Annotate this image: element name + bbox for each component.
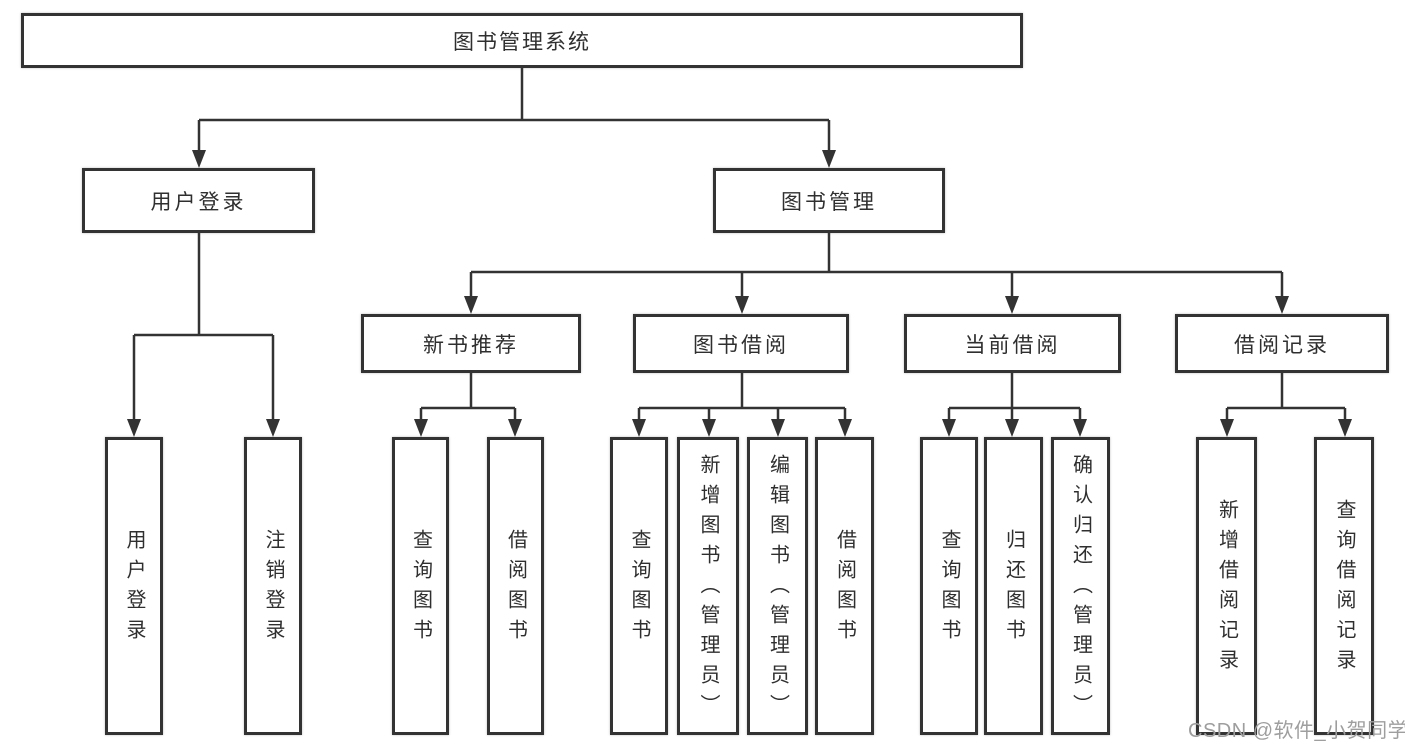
- node-new-book-recommend: 新书推荐: [361, 314, 581, 373]
- csdn-watermark: CSDN @软件_小贺同学: [1188, 720, 1405, 742]
- leaf-logout: 注销登录: [244, 437, 302, 735]
- leaf-query-books-current: 查询图书: [920, 437, 978, 735]
- node-user-login: 用户登录: [82, 168, 315, 233]
- node-current-borrowing-label: 当前借阅: [964, 333, 1061, 357]
- node-current-borrowing: 当前借阅: [904, 314, 1121, 373]
- node-book-borrowing: 图书借阅: [633, 314, 849, 373]
- node-root: 图书管理系统: [21, 13, 1023, 68]
- node-borrowing-records: 借阅记录: [1175, 314, 1389, 373]
- node-root-label: 图书管理系统: [453, 30, 591, 54]
- leaf-borrow-books-borrowing: 借阅图书: [815, 437, 874, 735]
- leaf-return-books: 归还图书: [984, 437, 1043, 735]
- leaf-add-books-admin: 新增图书（管理员）: [677, 437, 739, 735]
- node-book-management-label: 图书管理: [781, 190, 877, 214]
- node-new-book-recommend-label: 新书推荐: [423, 333, 519, 357]
- node-book-borrowing-label: 图书借阅: [693, 333, 789, 357]
- leaf-edit-books-admin: 编辑图书（管理员）: [747, 437, 808, 735]
- node-book-management: 图书管理: [713, 168, 945, 233]
- leaf-confirm-return-admin: 确认归还（管理员）: [1051, 437, 1110, 735]
- node-borrowing-records-label: 借阅记录: [1234, 333, 1330, 357]
- leaf-query-borrow-record: 查询借阅记录: [1314, 437, 1374, 735]
- leaf-query-books-borrowing: 查询图书: [610, 437, 668, 735]
- leaf-query-books-recommend: 查询图书: [392, 437, 449, 735]
- leaf-borrow-books-recommend: 借阅图书: [487, 437, 544, 735]
- leaf-user-login: 用户登录: [105, 437, 163, 735]
- leaf-add-borrow-record: 新增借阅记录: [1196, 437, 1257, 735]
- node-user-login-label: 用户登录: [150, 190, 247, 214]
